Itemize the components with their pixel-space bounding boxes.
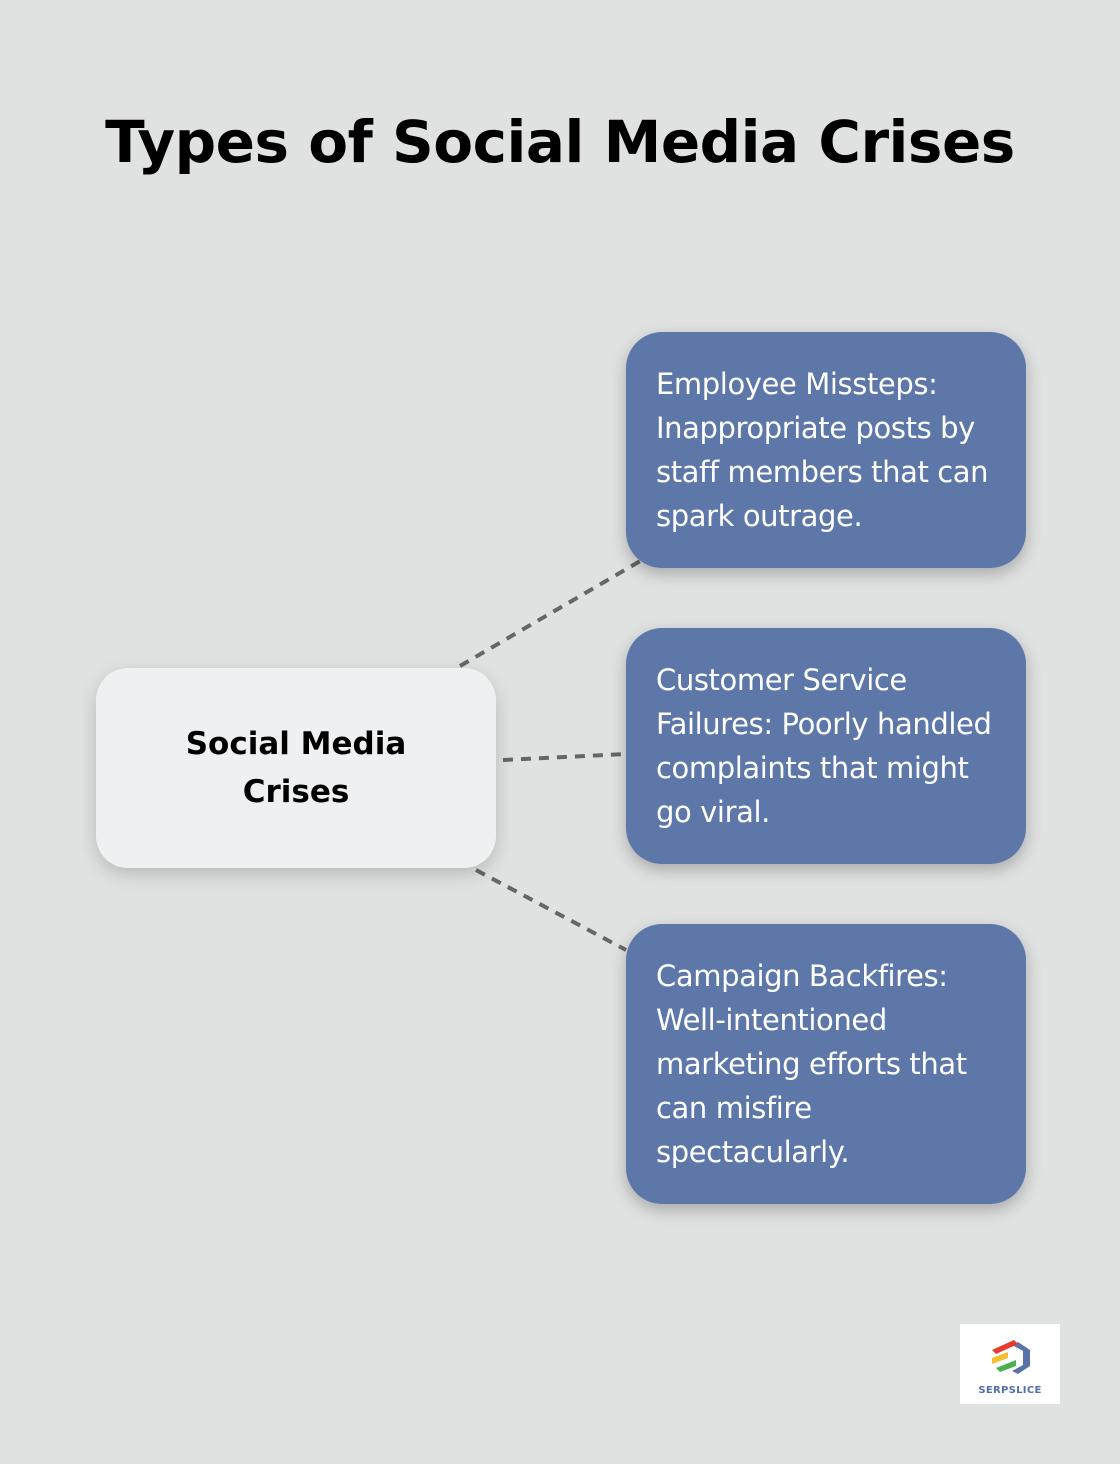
leaf-node-label: Employee Missteps: Inappropriate posts b… xyxy=(656,367,989,533)
serpslice-logo: SERPSLICE xyxy=(960,1324,1060,1404)
leaf-node-employee-missteps: Employee Missteps: Inappropriate posts b… xyxy=(626,332,1026,568)
connector-campaign xyxy=(475,868,627,952)
center-node: Social Media Crises xyxy=(96,668,496,868)
connector-customer xyxy=(502,752,627,762)
center-node-label: Social Media Crises xyxy=(185,726,407,810)
leaf-node-customer-service: Customer Service Failures: Poorly handle… xyxy=(626,628,1026,864)
page-title: Types of Social Media Crises xyxy=(105,108,1015,176)
leaf-node-campaign-backfires: Campaign Backfires: Well-intentioned mar… xyxy=(626,924,1026,1204)
leaf-node-label: Campaign Backfires: Well-intentioned mar… xyxy=(656,959,967,1169)
serpslice-logo-icon xyxy=(992,1340,1030,1374)
connector-employee xyxy=(458,558,644,668)
logo-text: SERPSLICE xyxy=(978,1385,1042,1396)
leaf-node-label: Customer Service Failures: Poorly handle… xyxy=(656,663,992,829)
